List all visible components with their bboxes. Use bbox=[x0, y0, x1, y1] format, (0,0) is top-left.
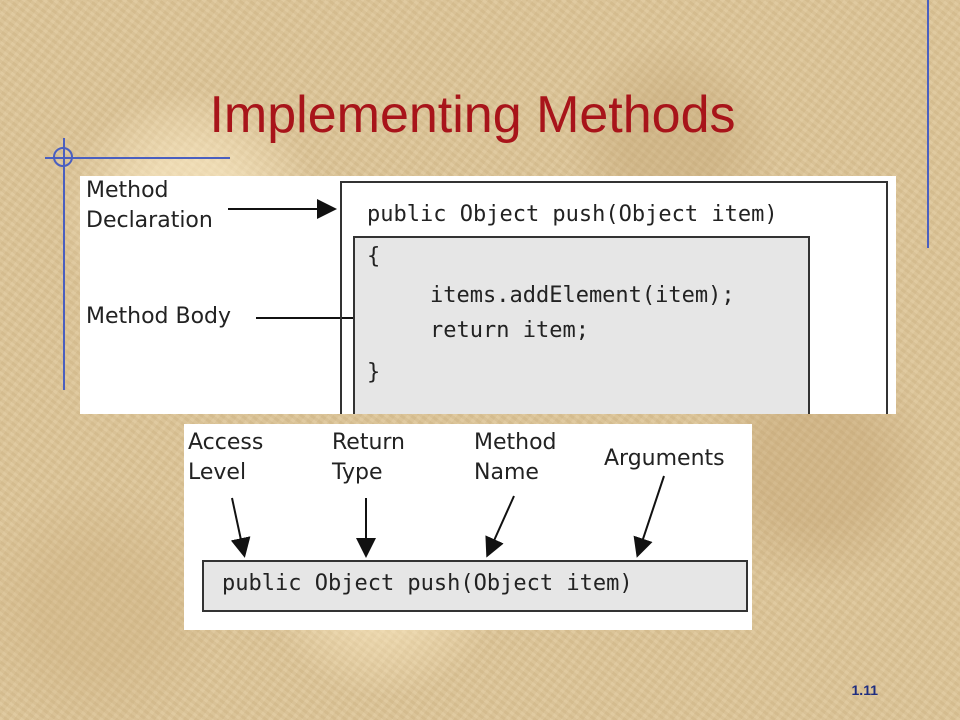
declaration-box bbox=[340, 181, 888, 414]
arrows-bottom bbox=[230, 475, 665, 558]
return-type-label: Return Type bbox=[332, 428, 405, 488]
label-line: Arguments bbox=[604, 446, 725, 471]
label-line: Name bbox=[474, 460, 539, 485]
signature-code: public Object push(Object item) bbox=[222, 571, 633, 596]
label-line: Method bbox=[86, 178, 169, 203]
access-level-arrow bbox=[230, 497, 251, 558]
label-line: Level bbox=[188, 460, 247, 485]
slide-title: Implementing Methods bbox=[209, 86, 736, 144]
decor-vertical-line-left bbox=[63, 138, 65, 390]
label-line: Return bbox=[332, 430, 406, 455]
body-code-line: return item; bbox=[430, 318, 589, 343]
declaration-code: public Object push(Object item) bbox=[367, 202, 778, 227]
body-close-brace: } bbox=[367, 360, 381, 385]
method-body-label: Method Body bbox=[86, 304, 232, 329]
method-structure-diagram: Method Declaration Method Body public Ob… bbox=[80, 176, 896, 414]
method-declaration-label: Method Declaration bbox=[86, 176, 213, 236]
method-name-label: Method Name bbox=[474, 428, 557, 488]
body-open-brace: { bbox=[367, 244, 381, 269]
decor-vertical-line-right bbox=[927, 0, 929, 248]
body-code-line: items.addElement(item); bbox=[430, 283, 735, 308]
label-line: Method bbox=[474, 430, 557, 455]
arguments-arrow bbox=[633, 475, 665, 558]
access-level-label: Access Level bbox=[188, 428, 263, 488]
decor-circle-icon bbox=[53, 147, 73, 167]
label-line: Declaration bbox=[86, 208, 213, 233]
page-number: 1.11 bbox=[851, 682, 878, 698]
label-line: Access bbox=[188, 430, 264, 455]
label-line: Type bbox=[332, 460, 383, 485]
method-body-box bbox=[353, 236, 810, 414]
decor-horizontal-line bbox=[45, 157, 230, 159]
signature-box bbox=[202, 560, 748, 612]
method-signature-diagram: Access Level Return Type Method Name Arg… bbox=[184, 424, 752, 630]
method-name-arrow bbox=[485, 495, 515, 558]
arguments-label: Arguments bbox=[604, 444, 725, 474]
